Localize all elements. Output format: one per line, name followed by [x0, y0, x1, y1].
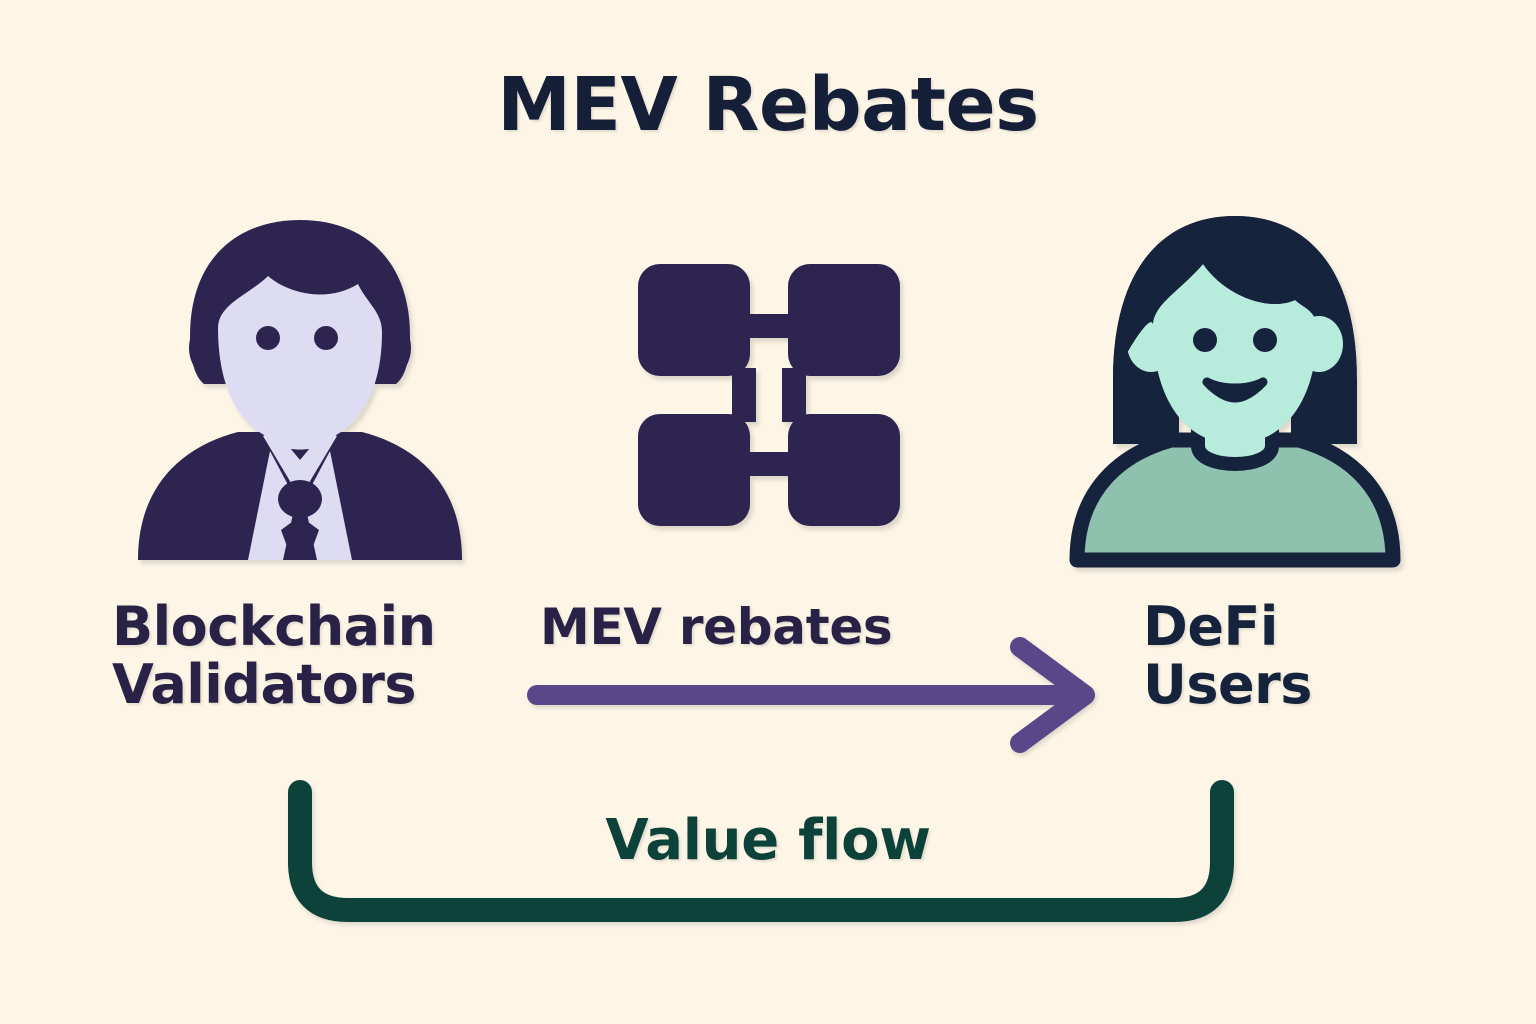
- node-label-defi-users: DeFi Users: [1143, 595, 1312, 717]
- businessman-avatar-icon: [120, 208, 480, 568]
- mev-rebates-arrow-icon: [525, 635, 1105, 755]
- page-title: MEV Rebates: [497, 62, 1039, 148]
- edge-label-value-flow: Value flow: [605, 808, 931, 873]
- blockchain-blocks-icon: [636, 262, 902, 528]
- value-flow-bracket-icon: [280, 772, 1242, 932]
- edge-label-mev-rebates: MEV rebates: [540, 598, 893, 656]
- node-label-validators: Blockchain Validators: [112, 595, 436, 717]
- woman-avatar-icon: [1055, 208, 1415, 568]
